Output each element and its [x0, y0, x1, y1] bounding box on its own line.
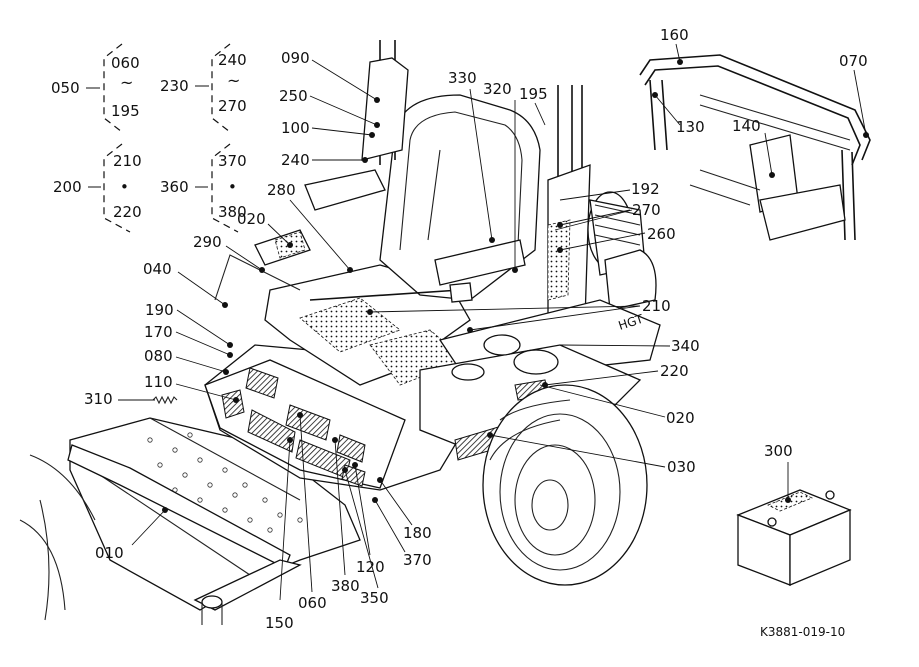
- callout-330: 330: [448, 69, 477, 87]
- callout-160: 160: [660, 26, 689, 44]
- callout-290: 290: [193, 233, 222, 251]
- leader-lines: [118, 43, 867, 601]
- callout-340: 340: [671, 337, 700, 355]
- callout-170: 170: [144, 323, 173, 341]
- range-first-label: 060: [111, 54, 140, 72]
- range-separator: •: [228, 178, 237, 196]
- range-group-050: 050 060 ~ 195: [51, 43, 140, 133]
- callout-260: 260: [647, 225, 676, 243]
- range-first-label: 370: [218, 152, 247, 170]
- callout-130: 130: [676, 118, 705, 136]
- callout-060: 060: [298, 594, 327, 612]
- callout-195: 195: [519, 85, 548, 103]
- range-separator: •: [120, 178, 129, 196]
- callout-240: 240: [281, 151, 310, 169]
- range-group-360: 360 370 • 380: [160, 143, 247, 233]
- callout-110: 110: [144, 373, 173, 391]
- range-ref-label: 360: [160, 178, 189, 196]
- callout-192: 192: [631, 180, 660, 198]
- callout-090: 090: [281, 49, 310, 67]
- leader-target-dots: [162, 59, 869, 513]
- range-last-label: 195: [111, 102, 140, 120]
- range-last-label: 380: [218, 203, 247, 221]
- callout-150: 150: [265, 614, 294, 632]
- callout-030: 030: [667, 458, 696, 476]
- callout-370: 370: [403, 551, 432, 569]
- range-last-label: 220: [113, 203, 142, 221]
- callout-250: 250: [279, 87, 308, 105]
- callout-020-right: 020: [666, 409, 695, 427]
- range-separator: ~: [227, 71, 240, 90]
- range-ref-label: 050: [51, 79, 80, 97]
- drawing-reference-code: K3881-019-10: [760, 625, 845, 639]
- callout-190: 190: [145, 301, 174, 319]
- callout-300: 300: [764, 442, 793, 460]
- callout-350: 350: [360, 589, 389, 607]
- rops-frame: [639, 54, 871, 241]
- callout-010: 010: [95, 544, 124, 562]
- range-last-label: 270: [218, 97, 247, 115]
- callout-280: 280: [267, 181, 296, 199]
- range-first-label: 210: [113, 152, 142, 170]
- callout-labels: 090 250 100 240 280 020 290 040 190 170 …: [84, 26, 868, 632]
- callout-040: 040: [143, 260, 172, 278]
- mower-illustration: HGT: [19, 40, 871, 625]
- range-separator: ~: [120, 73, 133, 92]
- range-ref-label: 230: [160, 77, 189, 95]
- callout-310: 310: [84, 390, 113, 408]
- callout-080: 080: [144, 347, 173, 365]
- callout-380: 380: [331, 577, 360, 595]
- callout-070: 070: [839, 52, 868, 70]
- callout-320: 320: [483, 80, 512, 98]
- callout-180: 180: [403, 524, 432, 542]
- callout-140: 140: [732, 117, 761, 135]
- range-ref-label: 200: [53, 178, 82, 196]
- range-group-230: 230 240 ~ 270: [160, 43, 247, 133]
- range-first-label: 240: [218, 51, 247, 69]
- battery: [736, 489, 852, 586]
- rear-tire: [482, 384, 648, 586]
- callout-220: 220: [660, 362, 689, 380]
- callout-020: 020: [237, 210, 266, 228]
- callout-120: 120: [356, 558, 385, 576]
- callout-100: 100: [281, 119, 310, 137]
- range-group-200: 200 210 • 220: [53, 143, 142, 233]
- callout-210: 210: [642, 297, 671, 315]
- callout-270: 270: [632, 201, 661, 219]
